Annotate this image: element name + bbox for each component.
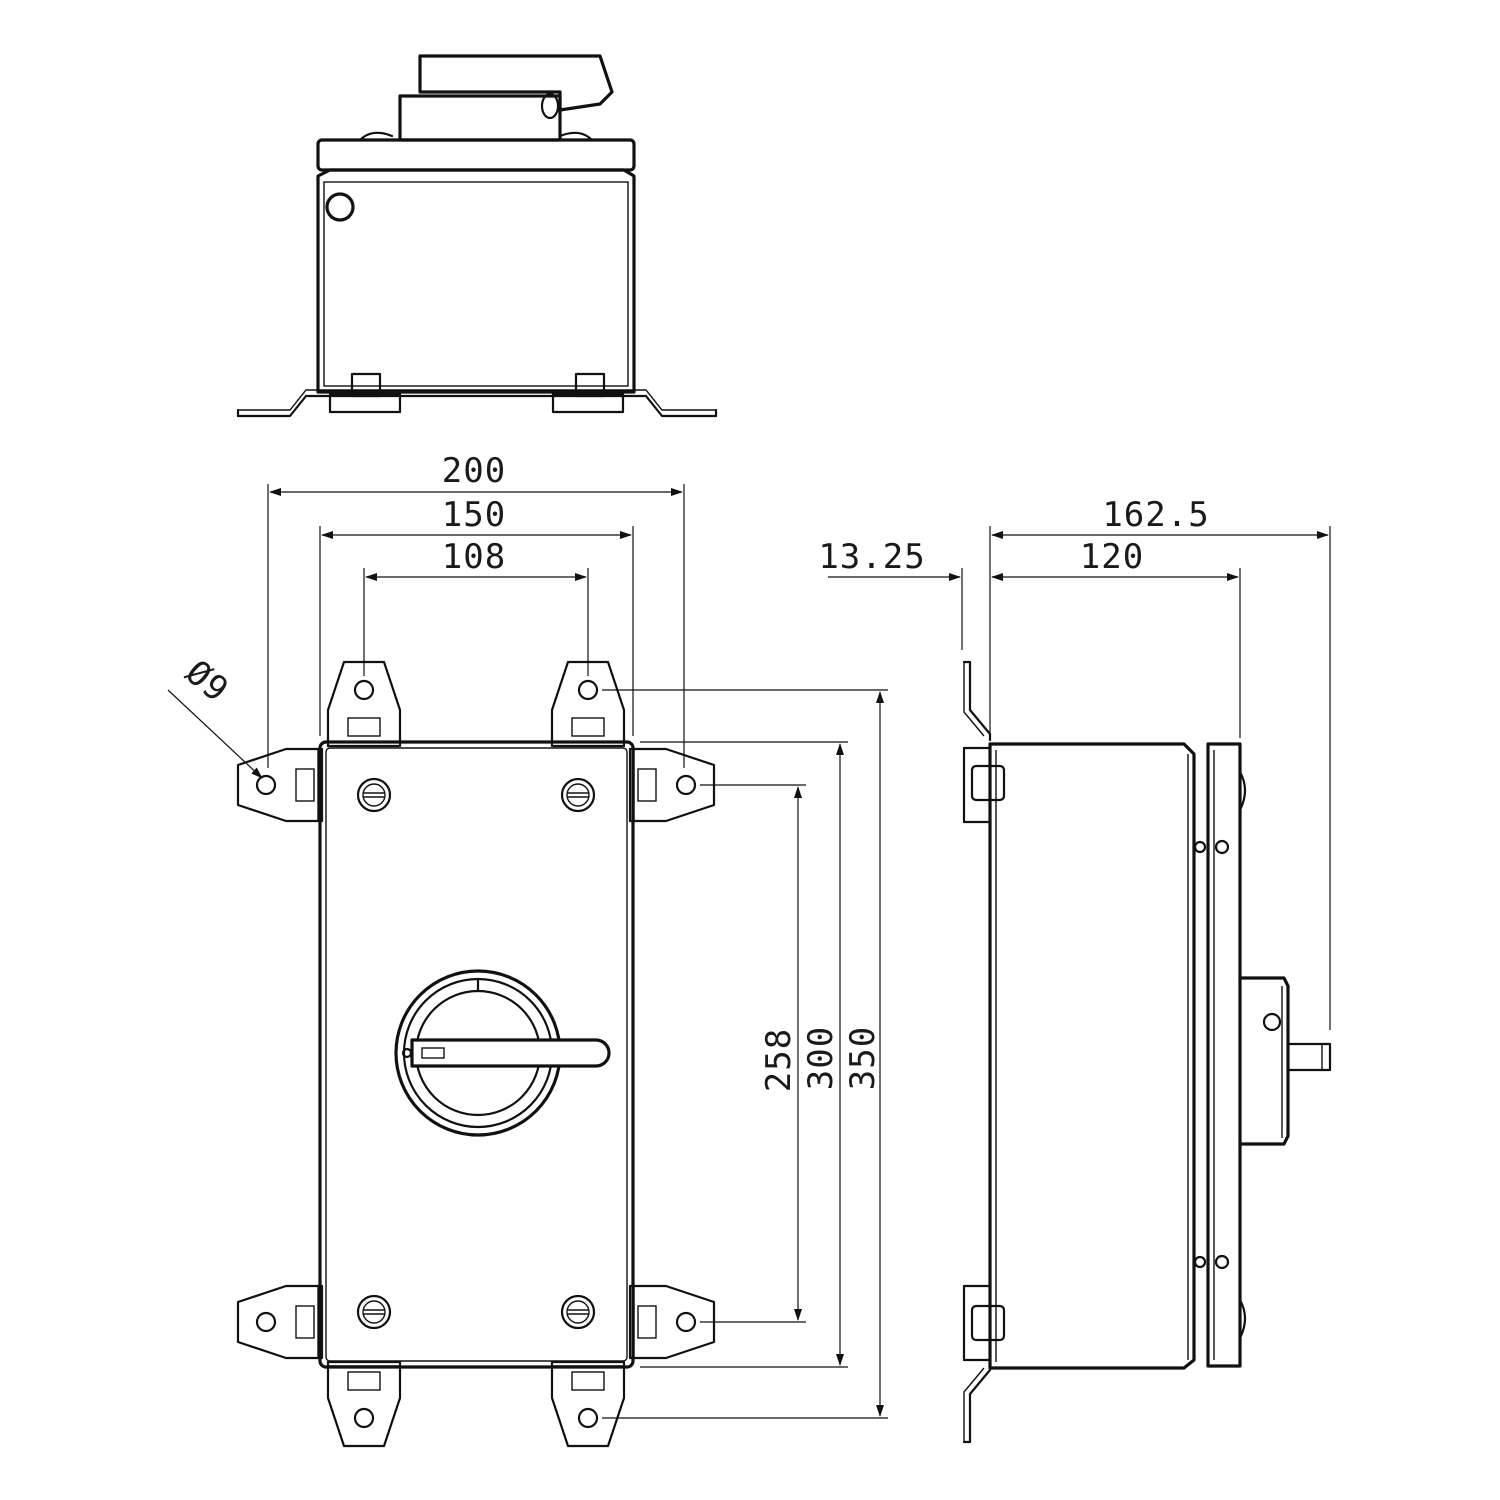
dim-overall-width: 200: [442, 451, 506, 491]
dim-bracket-offset: 13.25: [818, 537, 925, 577]
dim-body-height: 300: [801, 1026, 841, 1090]
dim-overall-height: 350: [843, 1026, 883, 1090]
screw-icon: [356, 777, 392, 813]
dim-lug-spacing: 108: [442, 537, 506, 577]
dim-overall-depth: 162.5: [1102, 495, 1209, 535]
dimension-lines: [167, 484, 1331, 1419]
front-view: [236, 660, 716, 1448]
dim-body-depth: 120: [1080, 537, 1144, 577]
top-view: [236, 54, 718, 418]
side-view: [962, 660, 1332, 1444]
dim-hole-diameter: Ø9: [178, 652, 237, 710]
dim-lug-vertical-spacing: 258: [759, 1028, 799, 1092]
dim-body-width: 150: [442, 495, 506, 535]
rotary-switch-icon: [394, 969, 611, 1137]
